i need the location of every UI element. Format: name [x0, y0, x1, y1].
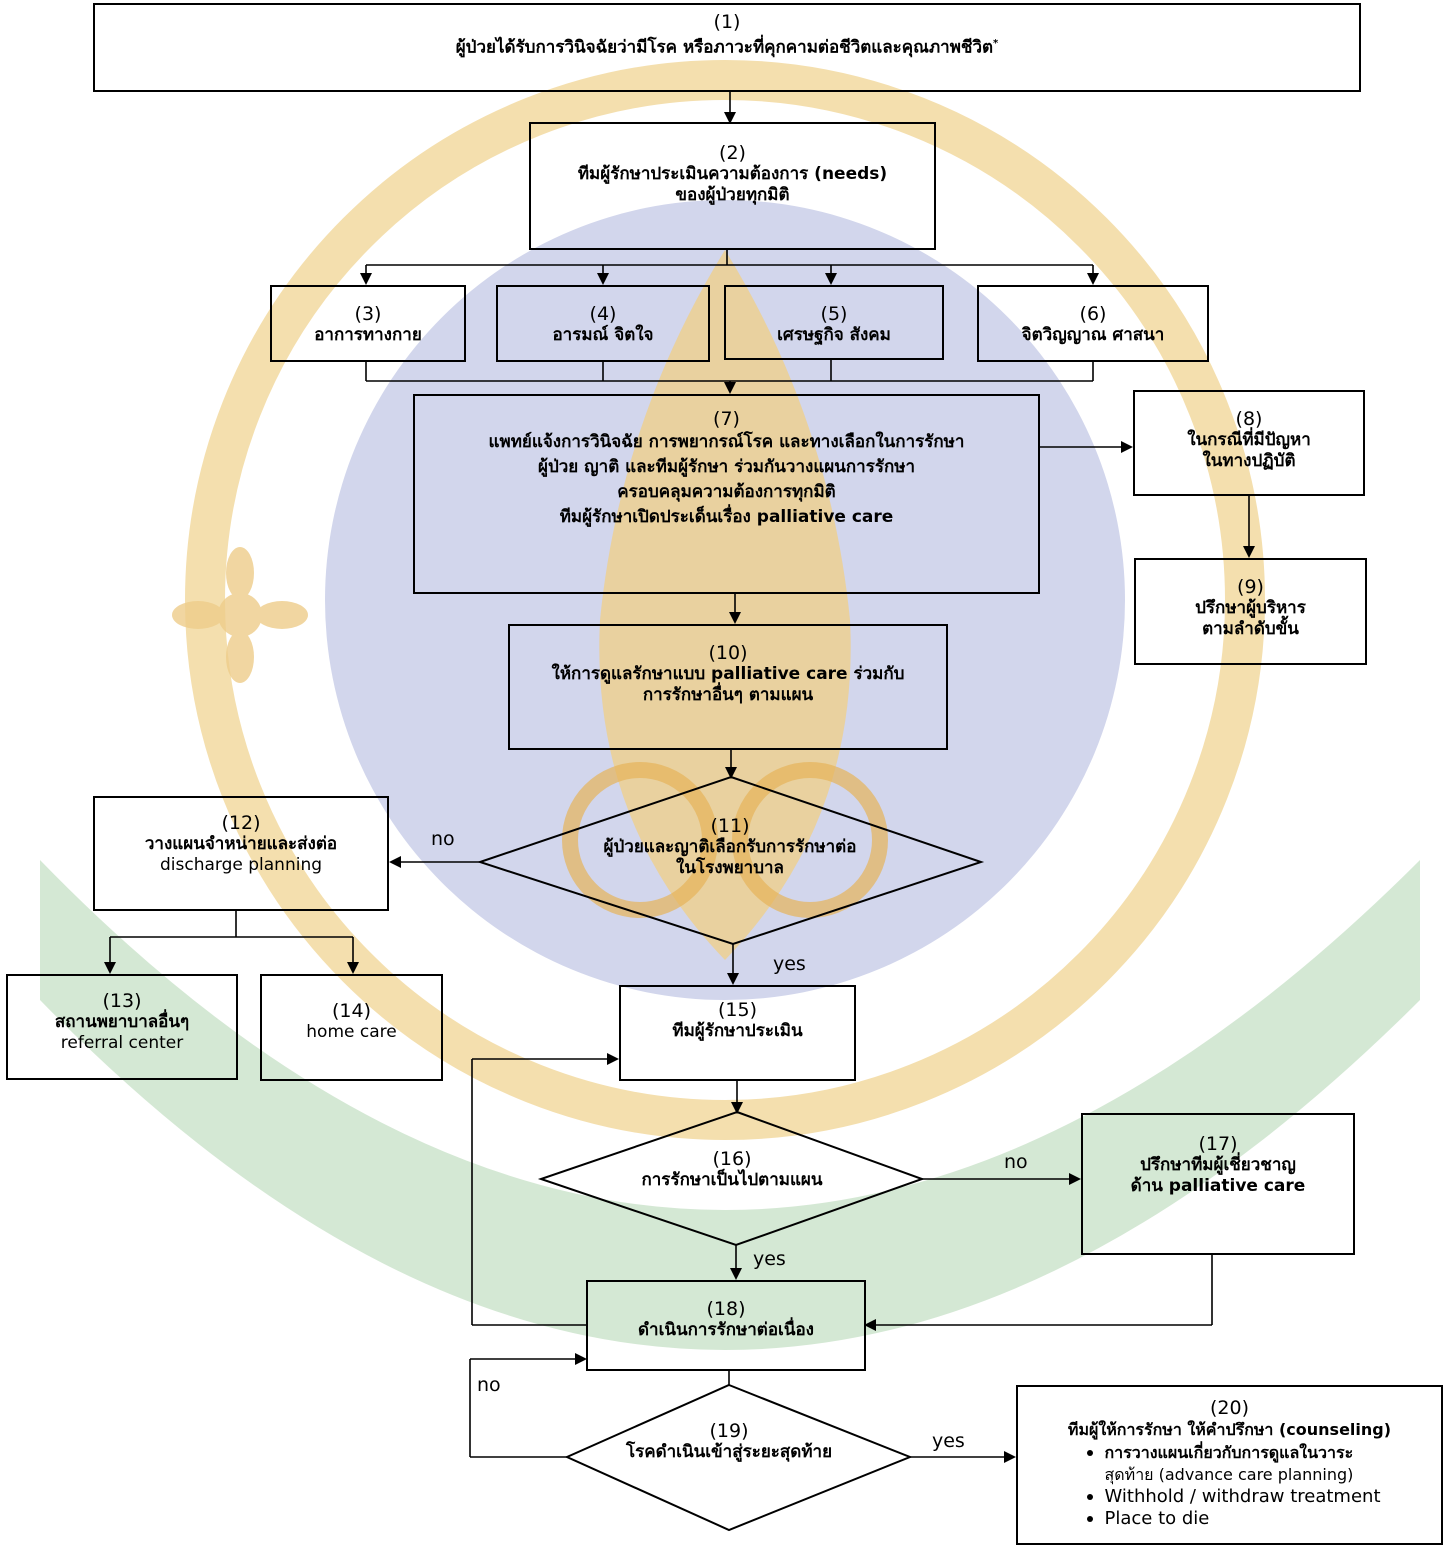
node-20-bullet-2: Withhold / withdraw treatment [1078, 1486, 1381, 1508]
node-19-label: โรคดำเนินเข้าสู่ระยะสุดท้าย [625, 1442, 833, 1462]
node-7-line1: แพทย์แจ้งการวินิจฉัย การพยากรณ์โรค และทา… [488, 432, 965, 452]
node-15-number: (15) [717, 999, 757, 1021]
edge-label-no-11: no [431, 828, 455, 850]
node-3: (3) อาการทางกาย [270, 285, 466, 362]
node-8-line2: ในทางปฏิบัติ [1202, 451, 1296, 471]
node-17-line1: ปรึกษาทีมผู้เชี่ยวชาญ [1140, 1155, 1296, 1175]
node-8-line1: ในกรณีที่มีปัญหา [1187, 430, 1311, 450]
node-15-label: ทีมผู้รักษาประเมิน [672, 1021, 803, 1041]
node-12-number: (12) [221, 812, 261, 834]
node-18: (18) ดำเนินการรักษาต่อเนื่อง [586, 1280, 866, 1371]
node-5: (5) เศรษฐกิจ สังคม [724, 285, 944, 360]
edge-label-no-16: no [1004, 1151, 1028, 1173]
node-10-line2: การรักษาอื่นๆ ตามแผน [642, 685, 814, 705]
node-8-number: (8) [1235, 408, 1263, 430]
node-16-label: การรักษาเป็นไปตามแผน [641, 1170, 823, 1190]
edge-label-yes-11: yes [773, 953, 806, 975]
node-2: (2) ทีมผู้รักษาประเมินความต้องการ (needs… [529, 122, 936, 250]
node-14: (14) home care [260, 974, 443, 1081]
node-1-label: ผู้ป่วยได้รับการวินิจฉัยว่ามีโรค หรือภาว… [455, 37, 999, 58]
node-17-line2: ด้าน palliative care [1130, 1176, 1306, 1196]
node-6-label: จิตวิญญาณ ศาสนา [1021, 325, 1165, 345]
node-19: (19) โรคดำเนินเข้าสู่ระยะสุดท้าย [589, 1420, 869, 1463]
node-14-line1: home care [306, 1022, 397, 1042]
node-20-bullet-3: Place to die [1078, 1508, 1380, 1530]
edge-label-yes-16: yes [753, 1248, 786, 1270]
node-13: (13) สถานพยาบาลอื่นๆ referral center [6, 974, 238, 1080]
node-11: (11) ผู้ป่วยและญาติเลือกรับการรักษาต่อ ใ… [540, 815, 920, 879]
node-2-line2: ของผู้ป่วยทุกมิติ [675, 185, 790, 205]
node-4-label: อารมณ์ จิตใจ [552, 325, 654, 345]
node-13-line1: สถานพยาบาลอื่นๆ [54, 1012, 190, 1032]
footnote-mark: * [993, 38, 999, 49]
node-8: (8) ในกรณีที่มีปัญหา ในทางปฏิบัติ [1133, 390, 1365, 496]
node-20-number: (20) [1209, 1397, 1249, 1419]
node-12: (12) วางแผนจำหน่ายและส่งต่อ discharge pl… [93, 796, 389, 911]
node-13-line2: referral center [60, 1033, 184, 1053]
node-4: (4) อารมณ์ จิตใจ [496, 285, 710, 362]
node-11-line2: ในโรงพยาบาล [676, 858, 784, 878]
node-9: (9) ปรึกษาผู้บริหาร ตามลำดับขั้น [1134, 558, 1367, 665]
node-10-number: (10) [708, 642, 748, 664]
node-18-number: (18) [706, 1298, 746, 1320]
node-17: (17) ปรึกษาทีมผู้เชี่ยวชาญ ด้าน palliati… [1081, 1113, 1355, 1255]
node-7-line3: ครอบคลุมความต้องการทุกมิติ [617, 482, 836, 502]
node-11-number: (11) [710, 815, 750, 837]
node-5-label: เศรษฐกิจ สังคม [777, 325, 891, 345]
node-1: (1) ผู้ป่วยได้รับการวินิจฉัยว่ามีโรค หรื… [93, 3, 1361, 92]
node-11-line1: ผู้ป่วยและญาติเลือกรับการรักษาต่อ [603, 837, 857, 857]
node-19-number: (19) [709, 1420, 749, 1442]
node-3-number: (3) [354, 303, 382, 325]
node-5-number: (5) [820, 303, 848, 325]
node-10: (10) ให้การดูแลรักษาแบบ palliative care … [508, 624, 948, 750]
node-3-label: อาการทางกาย [314, 325, 422, 345]
node-6-number: (6) [1079, 303, 1107, 325]
node-1-number: (1) [713, 11, 741, 33]
node-18-label: ดำเนินการรักษาต่อเนื่อง [638, 1320, 814, 1340]
node-16-number: (16) [712, 1148, 752, 1170]
node-2-number: (2) [719, 142, 746, 164]
node-7-number: (7) [713, 408, 740, 430]
node-14-number: (14) [331, 1000, 371, 1022]
node-7: (7) แพทย์แจ้งการวินิจฉัย การพยากรณ์โรค แ… [413, 394, 1040, 594]
node-20-list: การวางแผนเกี่ยวกับการดูแลในวาระสุดท้าย (… [1078, 1442, 1381, 1530]
node-6: (6) จิตวิญญาณ ศาสนา [977, 285, 1209, 362]
node-2-line1: ทีมผู้รักษาประเมินความต้องการ (needs) [577, 164, 888, 184]
node-7-line4: ทีมผู้รักษาเปิดประเด็นเรื่อง palliative … [559, 507, 894, 527]
node-9-line2: ตามลำดับขั้น [1202, 619, 1299, 639]
node-12-line1: วางแผนจำหน่ายและส่งต่อ [144, 834, 338, 854]
node-20-heading: ทีมผู้ให้การรักษา ให้คำปรึกษา (counselin… [1067, 1420, 1392, 1439]
node-16: (16) การรักษาเป็นไปตามแผน [582, 1148, 882, 1191]
node-4-number: (4) [589, 303, 617, 325]
node-7-line2: ผู้ป่วย ญาติ และทีมผู้รักษา ร่วมกันวางแผ… [537, 457, 915, 477]
node-12-line2: discharge planning [159, 855, 323, 875]
edge-label-no-19: no [477, 1374, 501, 1396]
node-9-number: (9) [1237, 576, 1264, 598]
node-10-line1: ให้การดูแลรักษาแบบ palliative care ร่วมก… [551, 664, 905, 684]
edge-label-yes-19: yes [932, 1430, 965, 1452]
node-9-line1: ปรึกษาผู้บริหาร [1195, 598, 1306, 618]
node-20-bullet-1: การวางแผนเกี่ยวกับการดูแลในวาระสุดท้าย (… [1078, 1442, 1380, 1486]
node-15: (15) ทีมผู้รักษาประเมิน [619, 985, 856, 1081]
node-17-number: (17) [1198, 1133, 1238, 1155]
node-20: (20) ทีมผู้ให้การรักษา ให้คำปรึกษา (coun… [1016, 1385, 1443, 1545]
node-13-number: (13) [102, 990, 142, 1012]
